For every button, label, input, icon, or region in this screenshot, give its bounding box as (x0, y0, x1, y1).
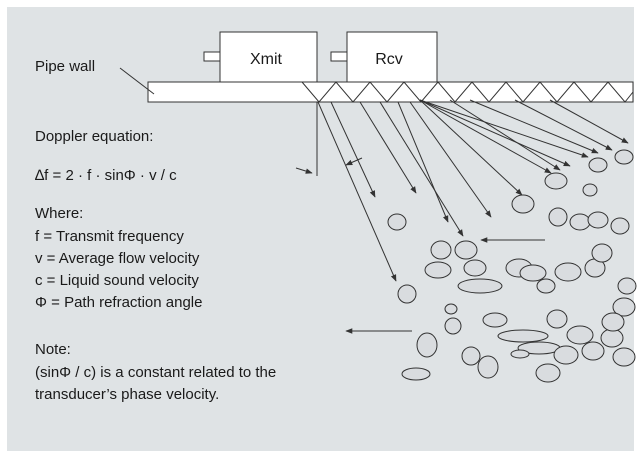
particle-bubble (544, 172, 568, 190)
note-line-1: (sinΦ / c) is a constant related to the (35, 364, 276, 381)
particle-bubble (601, 312, 625, 332)
particle-bubble (612, 347, 636, 367)
reflected-beams (330, 99, 629, 237)
reflected-beam (359, 101, 417, 194)
pipe-wall-zigzag (301, 81, 634, 103)
note-line-2: transducer’s phase velocity. (35, 386, 219, 403)
definition-velocity: v = Average flow velocity (35, 250, 200, 267)
pipe-wall-leader (119, 67, 155, 95)
particle-bubble (548, 207, 568, 227)
particle-bubble (536, 278, 556, 294)
particle-bubble (546, 309, 568, 329)
particle-bubble (581, 341, 605, 361)
angle-indicator-right (345, 157, 363, 166)
angle-indicator-left (295, 167, 313, 174)
receiver-label: Rcv (375, 51, 403, 68)
particle-bubble (401, 367, 431, 381)
transmitter-box (219, 31, 318, 83)
equation-heading: Doppler equation: (35, 128, 153, 145)
particle-bubble (617, 277, 637, 295)
diagram-background (7, 7, 634, 451)
particle-bubble (457, 278, 503, 294)
particle-bubble (454, 240, 478, 260)
reflected-beam (419, 99, 552, 174)
pipe-wall (147, 81, 634, 103)
transmitter-connector (203, 51, 221, 62)
particle-bubble (587, 211, 609, 229)
particle-bubble (535, 363, 561, 383)
particle-bubble (482, 312, 508, 328)
particle-bubble (477, 355, 499, 379)
particle-bubble (387, 213, 407, 231)
particle-bubble (588, 157, 608, 173)
reflected-beam (419, 99, 523, 196)
reflected-beam (469, 99, 599, 154)
note-heading: Note: (35, 341, 71, 358)
reflected-beam (330, 101, 376, 198)
reflected-beam (409, 101, 492, 218)
receiver-connector (330, 51, 348, 62)
particle-bubble (510, 349, 530, 359)
particle-bubble (463, 259, 487, 277)
particle-bubble (397, 284, 417, 304)
doppler-equation: ∆f = 2 · f · sinΦ · v / c (35, 167, 177, 184)
transmit-beam-arrow (317, 101, 397, 282)
receiver-box (346, 31, 438, 83)
particle-bubble (566, 325, 594, 345)
reflected-beam (449, 99, 561, 171)
particle-bubble (610, 217, 630, 235)
particle-bubble (424, 261, 452, 279)
particle-bubble (553, 345, 579, 365)
particle-field (387, 149, 637, 383)
definition-refraction-angle: Φ = Path refraction angle (35, 294, 202, 311)
reflected-beam (397, 101, 449, 223)
particle-bubble (416, 332, 438, 358)
particle-bubble (569, 213, 591, 231)
particle-bubble (497, 329, 549, 343)
particle-bubble (461, 346, 481, 366)
particle-bubble (444, 317, 462, 335)
reflected-beam (419, 99, 589, 158)
particle-bubble (444, 303, 458, 315)
particle-bubble (554, 262, 582, 282)
particle-bubble (600, 328, 624, 348)
particle-bubble (519, 264, 547, 282)
particle-bubble (591, 243, 613, 263)
particle-bubble (582, 183, 598, 197)
particle-bubble (511, 194, 535, 214)
reflected-beam (419, 99, 571, 167)
reflected-beam (379, 101, 464, 237)
transmitter-label: Xmit (250, 51, 283, 68)
where-heading: Where: (35, 205, 83, 222)
definition-sound-velocity: c = Liquid sound velocity (35, 272, 199, 289)
definition-frequency: f = Transmit frequency (35, 228, 184, 245)
particle-bubble (614, 149, 634, 165)
pipe-wall-label: Pipe wall (35, 58, 95, 75)
reflected-beam (514, 99, 613, 151)
reflected-beam (549, 99, 629, 144)
particle-bubble (430, 240, 452, 260)
particle-bubble (612, 297, 636, 317)
